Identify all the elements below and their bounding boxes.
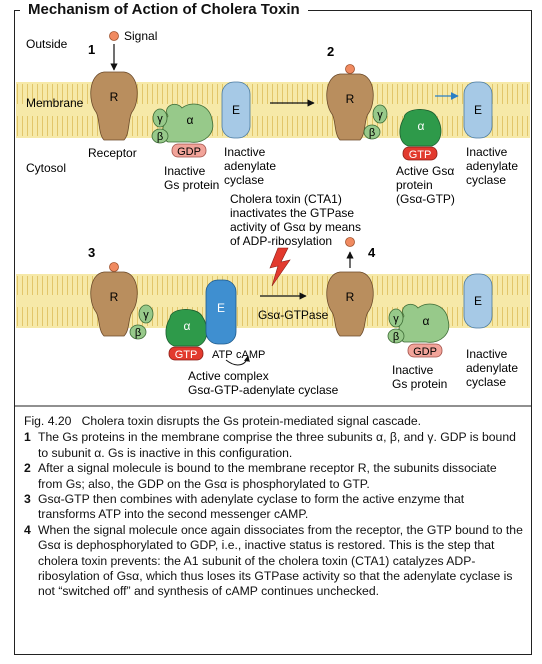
toxin-note-2: inactivates the GTPase [230, 206, 354, 220]
gbeta-gamma-2: γ β [363, 104, 388, 140]
label-gtpase: Gsα-GTPase [258, 308, 329, 322]
caption-fig-number: Fig. 4.20 [24, 414, 72, 428]
label-inactive-ac-1: Inactive [224, 145, 266, 159]
label-active-gsa-3: (Gsα-GTP) [396, 192, 455, 206]
label-cytosol: Cytosol [26, 161, 66, 175]
caption-item-4: 4 When the signal molecule once again di… [24, 522, 523, 599]
signal-bound-3-icon [109, 262, 119, 272]
figure-title: Mechanism of Action of Cholera Toxin [20, 1, 308, 18]
adenylate-cyclase-2: E [463, 81, 493, 139]
svg-text:R: R [110, 90, 119, 104]
svg-text:GDP: GDP [413, 346, 437, 358]
caption-item-3: 3 Gsα-GTP then combines with adenylate c… [24, 492, 465, 522]
label-outside: Outside [26, 37, 68, 51]
panel-number-2: 2 [327, 44, 334, 59]
label-complex-1: Active complex [188, 369, 269, 383]
receptor-4: R [326, 271, 374, 337]
gs-protein-1: α γ β GDP [151, 103, 214, 158]
label-inactive-ac2-1: Inactive [466, 145, 508, 159]
toxin-note-4: of ADP-ribosylation [230, 234, 332, 248]
atp-to-camp-arrow-icon [225, 355, 250, 366]
label-atp: ATP [212, 349, 233, 361]
label-inactive-ac-b2: adenylate [466, 361, 518, 375]
label-active-gsa-2: protein [396, 178, 433, 192]
panel-number-1: 1 [88, 42, 95, 57]
label-complex-2: Gsα-GTP-adenylate cyclase [188, 383, 339, 397]
receptor-2: R [326, 73, 374, 141]
svg-text:E: E [232, 103, 240, 117]
adenylate-cyclase-4: E [463, 273, 493, 329]
label-inactive-ac-b1: Inactive [466, 347, 508, 361]
label-inactive-ac2-3: cyclase [466, 173, 506, 187]
signal-released-icon [345, 237, 355, 247]
label-inactive-gs-2: Gs protein [164, 178, 219, 192]
panel-number-4: 4 [368, 245, 376, 260]
svg-text:α: α [184, 319, 191, 333]
svg-text:GDP: GDP [177, 146, 201, 158]
receptor-1: R [90, 71, 138, 141]
svg-text:R: R [110, 290, 119, 304]
label-inactive-ac-b3: cyclase [466, 375, 506, 389]
svg-text:γ: γ [393, 313, 399, 325]
adenylate-cyclase-1: E [221, 81, 251, 139]
figure-caption: Fig. 4.20 Cholera toxin disrupts the Gs … [24, 414, 524, 600]
label-active-gsa-1: Active Gsα [396, 164, 454, 178]
svg-text:R: R [346, 92, 355, 106]
svg-text:α: α [187, 113, 194, 127]
label-membrane: Membrane [26, 96, 84, 110]
signal-bound-icon [345, 64, 355, 74]
cholera-toxin-diagram: Outside Membrane Cytosol 1 2 3 4 Signal … [14, 29, 532, 407]
label-inactive-ac2-2: adenylate [466, 159, 518, 173]
svg-text:β: β [157, 131, 163, 143]
caption-item-1: 1 The Gs proteins in the membrane compri… [24, 430, 516, 460]
gbeta-gamma-3: γ β [129, 304, 154, 340]
svg-text:γ: γ [377, 109, 383, 121]
toxin-note-3: activity of Gsα by means [230, 220, 361, 234]
label-receptor: Receptor [88, 146, 137, 160]
svg-text:α: α [418, 119, 425, 133]
toxin-note-1: Cholera toxin (CTA1) [230, 192, 342, 206]
label-inactive-ac-3: cyclase [224, 173, 264, 187]
svg-text:E: E [217, 301, 225, 315]
label-inactive-gs-b1: Inactive [392, 363, 434, 377]
svg-text:β: β [135, 327, 141, 339]
label-camp: cAMP [236, 349, 265, 361]
svg-text:α: α [423, 314, 430, 328]
svg-text:GTP: GTP [175, 349, 198, 361]
caption-headline-text: Cholera toxin disrupts the Gs protein-me… [81, 414, 422, 428]
svg-text:β: β [369, 127, 375, 139]
panel-number-3: 3 [88, 245, 95, 260]
svg-text:GTP: GTP [409, 149, 432, 161]
receptor-3: R [90, 271, 138, 337]
lightning-bolt-icon [269, 247, 291, 287]
svg-text:E: E [474, 294, 482, 308]
svg-text:β: β [393, 331, 399, 343]
label-inactive-gs-b2: Gs protein [392, 377, 447, 391]
svg-text:γ: γ [157, 113, 163, 125]
svg-text:γ: γ [143, 309, 149, 321]
svg-text:R: R [346, 290, 355, 304]
signal-molecule-icon [109, 31, 119, 41]
label-inactive-ac-2: adenylate [224, 159, 276, 173]
caption-headline: Fig. 4.20 Cholera toxin disrupts the Gs … [24, 414, 524, 429]
gs-protein-4: α γ β GDP [387, 303, 450, 358]
label-signal: Signal [124, 29, 157, 43]
active-complex-3: α GTP E [165, 279, 237, 361]
svg-text:E: E [474, 103, 482, 117]
caption-item-2: 2 After a signal molecule is bound to th… [24, 461, 497, 491]
gs-alpha-active-2: α GTP [399, 109, 442, 161]
label-inactive-gs-1: Inactive [164, 164, 206, 178]
